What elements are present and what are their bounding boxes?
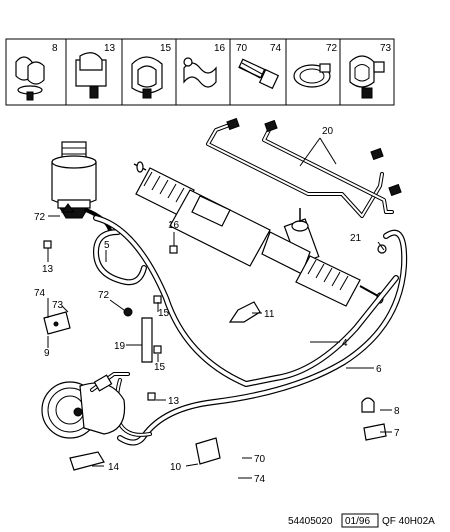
spring-clip-16-icon	[183, 57, 217, 88]
bracket-19	[141, 317, 153, 363]
hose-6	[115, 229, 408, 446]
callout-10: 10	[170, 462, 182, 473]
callout-8: 8	[394, 406, 400, 417]
hose-5	[93, 229, 147, 286]
clip-8-part	[361, 397, 375, 413]
callout-72-mid: 72	[98, 290, 110, 301]
callout-13-upper: 13	[42, 264, 54, 275]
hose-4	[93, 215, 399, 387]
hose-clip-13-icon	[75, 52, 107, 99]
bolt-70-icon	[238, 58, 280, 90]
clip-panel: 8 13 15 16 70 74 72 73	[5, 38, 395, 106]
clip-label-70: 70	[236, 43, 248, 54]
callout-74-lower: 74	[254, 474, 266, 485]
bracket-11	[228, 301, 261, 323]
footer-date-box	[341, 513, 379, 528]
callout-14: 14	[108, 462, 120, 473]
footer-part-code: 54405020	[288, 516, 333, 527]
rack-boot-right	[307, 259, 349, 291]
callout-73: 73	[52, 300, 64, 311]
callout-11: 11	[264, 309, 275, 320]
clip-label-16: 16	[214, 43, 226, 54]
footer-reference: 54405020 01/96 QF 40H02A	[288, 513, 435, 528]
footer-date: 01/96	[345, 516, 370, 527]
bracket-14	[69, 451, 105, 471]
callout-20: 20	[322, 126, 334, 137]
callout-15-lower: 15	[154, 362, 166, 373]
pipe-clip-73-icon	[349, 55, 385, 99]
callout-74-left: 74	[34, 288, 46, 299]
callout-13-lower: 13	[168, 396, 180, 407]
callout-6: 6	[376, 364, 382, 375]
power-steering-pump	[41, 372, 130, 439]
callout-numbers: 20 72 16 5 13 21 74 73 72 15 11 9 19 15 …	[34, 126, 400, 485]
callout-70: 70	[254, 454, 266, 465]
callout-21: 21	[350, 233, 362, 244]
clip-label-13: 13	[104, 43, 116, 54]
clip-label-72: 72	[326, 43, 338, 54]
steering-rack	[133, 161, 384, 307]
callout-15-upper: 15	[158, 308, 170, 319]
clip-label-8: 8	[52, 43, 58, 54]
callout-5: 5	[104, 240, 110, 251]
clip-label-74: 74	[270, 43, 282, 54]
pipe-assembly-20	[206, 117, 402, 218]
callout-4: 4	[342, 338, 348, 349]
bracket-7	[363, 423, 387, 441]
rack-boot-left	[143, 171, 185, 203]
hose-clamp-72-icon	[293, 63, 331, 88]
footer-ref-code: QF 40H02A	[382, 516, 435, 527]
clip-label-73: 73	[380, 43, 392, 54]
callout-9: 9	[44, 348, 50, 359]
bracket-10	[195, 437, 221, 465]
clip-markers	[43, 203, 387, 401]
callout-leaders	[47, 137, 392, 479]
callout-7: 7	[394, 428, 400, 439]
callout-19: 19	[114, 341, 126, 352]
bracket-9	[43, 311, 71, 335]
clip-label-15: 15	[160, 43, 172, 54]
double-hose-clip-icon	[15, 56, 45, 101]
hose-clip-15-icon	[131, 56, 163, 99]
callout-16: 16	[168, 220, 180, 231]
callout-72-reservoir: 72	[34, 212, 46, 223]
